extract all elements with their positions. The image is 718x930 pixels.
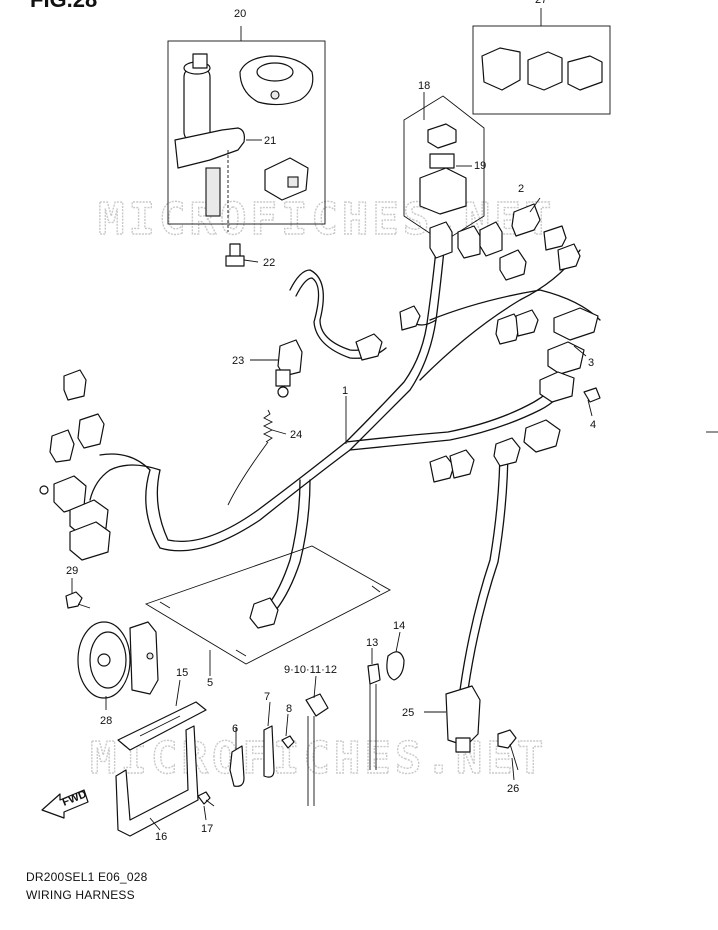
callout-18: 18: [418, 80, 430, 92]
model-code: DR200SEL1 E06_028: [26, 870, 148, 884]
harness-cover-sheet[interactable]: [144, 545, 391, 665]
callout-15: 15: [176, 667, 188, 679]
watermark-bottom: MICROFICHES.NET: [90, 733, 547, 784]
bracket-16[interactable]: [115, 725, 199, 837]
fuse-holder-group[interactable]: [403, 92, 485, 243]
callout-17: 17: [201, 823, 213, 835]
callout-14: 14: [393, 620, 405, 632]
diagram-title: WIRING HARNESS: [26, 888, 135, 902]
callout-1: 1: [342, 385, 348, 397]
bracket-15[interactable]: [117, 701, 207, 751]
relay-group[interactable]: [472, 8, 611, 115]
clamp-7[interactable]: [263, 725, 275, 778]
speed-sensor[interactable]: [445, 685, 481, 753]
ignition-switch-group[interactable]: [167, 26, 326, 232]
harness-connectors: [39, 203, 601, 629]
bolt-22[interactable]: [225, 243, 245, 267]
callout-21: 21: [264, 135, 276, 147]
callout-26: 26: [507, 783, 519, 795]
clamp-14[interactable]: [386, 651, 405, 681]
callout-29: 29: [66, 565, 78, 577]
bolt-29[interactable]: [65, 591, 91, 609]
brake-switch-spring[interactable]: [227, 409, 274, 506]
bolt-8[interactable]: [281, 735, 295, 749]
callout-27: 27: [535, 0, 547, 6]
horn[interactable]: [77, 621, 159, 699]
cable-tie-13[interactable]: [367, 663, 381, 770]
callout-6: 6: [232, 723, 238, 735]
callout-25: 25: [402, 707, 414, 719]
callout-5: 5: [207, 677, 213, 689]
callout-numbers: 1 2 3 4 5 6 7 8 9·10·11·12 13 14 15 16 1…: [66, 0, 596, 843]
forward-arrow-icon: FWD: [41, 788, 89, 819]
callout-24: 24: [290, 429, 302, 441]
screw-17[interactable]: [197, 791, 215, 807]
callout-8: 8: [286, 703, 292, 715]
callout-4: 4: [590, 419, 596, 431]
callout-22: 22: [263, 257, 275, 269]
figure-title: FIG.28: [30, 0, 97, 13]
bolt-26[interactable]: [497, 729, 519, 771]
cable-tie-9-12[interactable]: [305, 693, 329, 806]
callout-7: 7: [264, 691, 270, 703]
callout-20: 20: [234, 8, 246, 20]
brake-switch[interactable]: [275, 339, 303, 398]
callout-19: 19: [474, 160, 486, 172]
callout-leaders: [71, 197, 593, 831]
callout-28: 28: [100, 715, 112, 727]
callout-13: 13: [366, 637, 378, 649]
callout-3: 3: [588, 357, 594, 369]
callout-9-12: 9·10·11·12: [284, 664, 337, 676]
callout-23: 23: [232, 355, 244, 367]
callout-2: 2: [518, 183, 524, 195]
callout-16: 16: [155, 831, 167, 843]
clamp-6[interactable]: [229, 745, 245, 787]
